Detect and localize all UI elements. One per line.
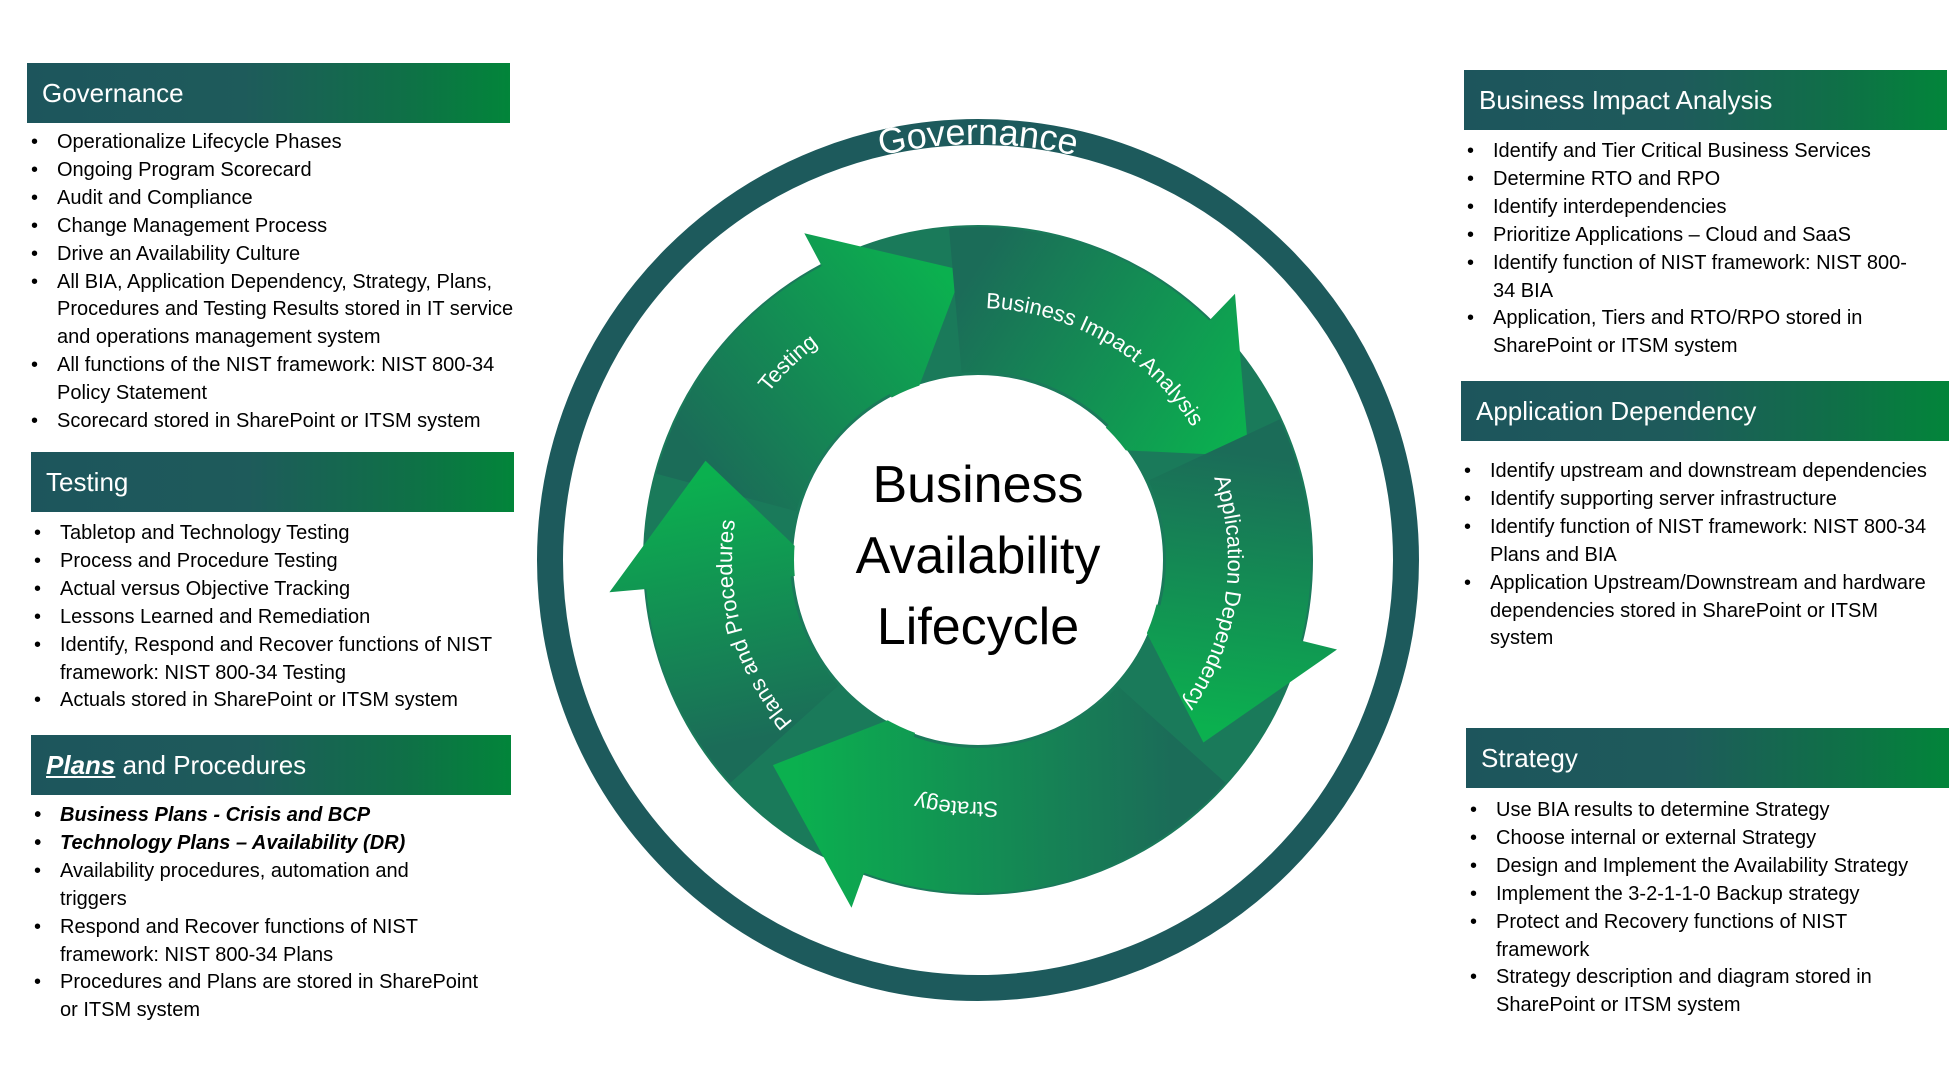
- strategy-title: Strategy: [1481, 743, 1578, 773]
- list-item: Procedures and Plans are stored in Share…: [34, 969, 480, 1025]
- list-item: Audit and Compliance: [31, 185, 535, 213]
- arrow-business-impact-analysis: [949, 227, 1249, 457]
- list-item: Process and Procedure Testing: [34, 548, 542, 576]
- list-item: Ongoing Program Scorecard: [31, 157, 535, 185]
- governance-ring: [537, 119, 1419, 1001]
- list-item: Respond and Recover functions of NIST fr…: [34, 914, 480, 970]
- app-dependency-header: Application Dependency: [1461, 381, 1949, 441]
- plans-title-emphasis: Plans: [46, 750, 116, 780]
- plans-title-rest: and Procedures: [115, 750, 307, 780]
- center-title-line-1: Business: [873, 456, 1084, 514]
- app-dependency-title: Application Dependency: [1476, 396, 1757, 426]
- list-item: Tabletop and Technology Testing: [34, 520, 542, 548]
- list-item: Business Plans - Crisis and BCP: [34, 802, 480, 830]
- list-item: Design and Implement the Availability St…: [1470, 853, 1934, 881]
- list-item: Application, Tiers and RTO/RPO stored in…: [1467, 305, 1925, 361]
- arrow-application-dependency: [1128, 419, 1337, 743]
- list-item: Actual versus Objective Tracking: [34, 576, 542, 604]
- governance-list: Operationalize Lifecycle Phases Ongoing …: [31, 129, 535, 436]
- bia-title: Business Impact Analysis: [1479, 85, 1773, 115]
- list-item: Identify function of NIST framework: NIS…: [1464, 514, 1945, 570]
- arrow-strategy: [772, 685, 1226, 908]
- list-item: Prioritize Applications – Cloud and SaaS: [1467, 222, 1925, 250]
- list-item: Lessons Learned and Remediation: [34, 604, 542, 632]
- list-item: Identify interdependencies: [1467, 194, 1925, 222]
- bia-header: Business Impact Analysis: [1464, 70, 1947, 130]
- list-item: Drive an Availability Culture: [31, 241, 535, 269]
- list-item: Strategy description and diagram stored …: [1470, 964, 1934, 1020]
- list-item: Change Management Process: [31, 213, 535, 241]
- list-item: Availability procedures, automation and …: [34, 858, 480, 914]
- governance-title: Governance: [42, 78, 184, 108]
- strategy-list: Use BIA results to determine Strategy Ch…: [1470, 797, 1934, 1020]
- list-item: Actuals stored in SharePoint or ITSM sys…: [34, 687, 542, 715]
- testing-title: Testing: [46, 467, 129, 497]
- list-item: Protect and Recovery functions of NIST f…: [1470, 909, 1934, 965]
- list-item: Identify, Respond and Recover functions …: [34, 632, 542, 688]
- list-item: Operationalize Lifecycle Phases: [31, 129, 535, 157]
- governance-ring-label: Governance: [874, 111, 1082, 163]
- list-item: All functions of the NIST framework: NIS…: [31, 352, 535, 408]
- governance-header: Governance: [27, 63, 510, 123]
- list-item: Identify upstream and downstream depende…: [1464, 458, 1945, 486]
- list-item: Implement the 3-2-1-1-0 Backup strategy: [1470, 881, 1934, 909]
- app-dependency-list: Identify upstream and downstream depende…: [1464, 458, 1945, 654]
- list-item: Choose internal or external Strategy: [1470, 825, 1934, 853]
- arrow-plans-and-procedures: [609, 460, 839, 783]
- list-item: Use BIA results to determine Strategy: [1470, 797, 1934, 825]
- list-item: Scorecard stored in SharePoint or ITSM s…: [31, 408, 535, 436]
- center-title-line-2: Availability: [856, 527, 1101, 585]
- list-item: Application Upstream/Downstream and hard…: [1464, 570, 1945, 654]
- list-item: Identify and Tier Critical Business Serv…: [1467, 138, 1925, 166]
- strategy-header: Strategy: [1466, 728, 1949, 788]
- list-item: Technology Plans – Availability (DR): [34, 830, 480, 858]
- testing-list: Tabletop and Technology Testing Process …: [34, 520, 542, 715]
- plans-header: Plans and Procedures: [31, 735, 511, 795]
- testing-header: Testing: [31, 452, 514, 512]
- list-item: All BIA, Application Dependency, Strateg…: [31, 269, 535, 353]
- center-title-line-3: Lifecycle: [877, 598, 1079, 656]
- center-disc: [794, 376, 1162, 744]
- list-item: Identify function of NIST framework: NIS…: [1467, 250, 1925, 306]
- bia-list: Identify and Tier Critical Business Serv…: [1467, 138, 1925, 361]
- list-item: Determine RTO and RPO: [1467, 166, 1925, 194]
- list-item: Identify supporting server infrastructur…: [1464, 486, 1945, 514]
- plans-list: Business Plans - Crisis and BCP Technolo…: [34, 802, 480, 1025]
- arrow-testing: [656, 233, 963, 512]
